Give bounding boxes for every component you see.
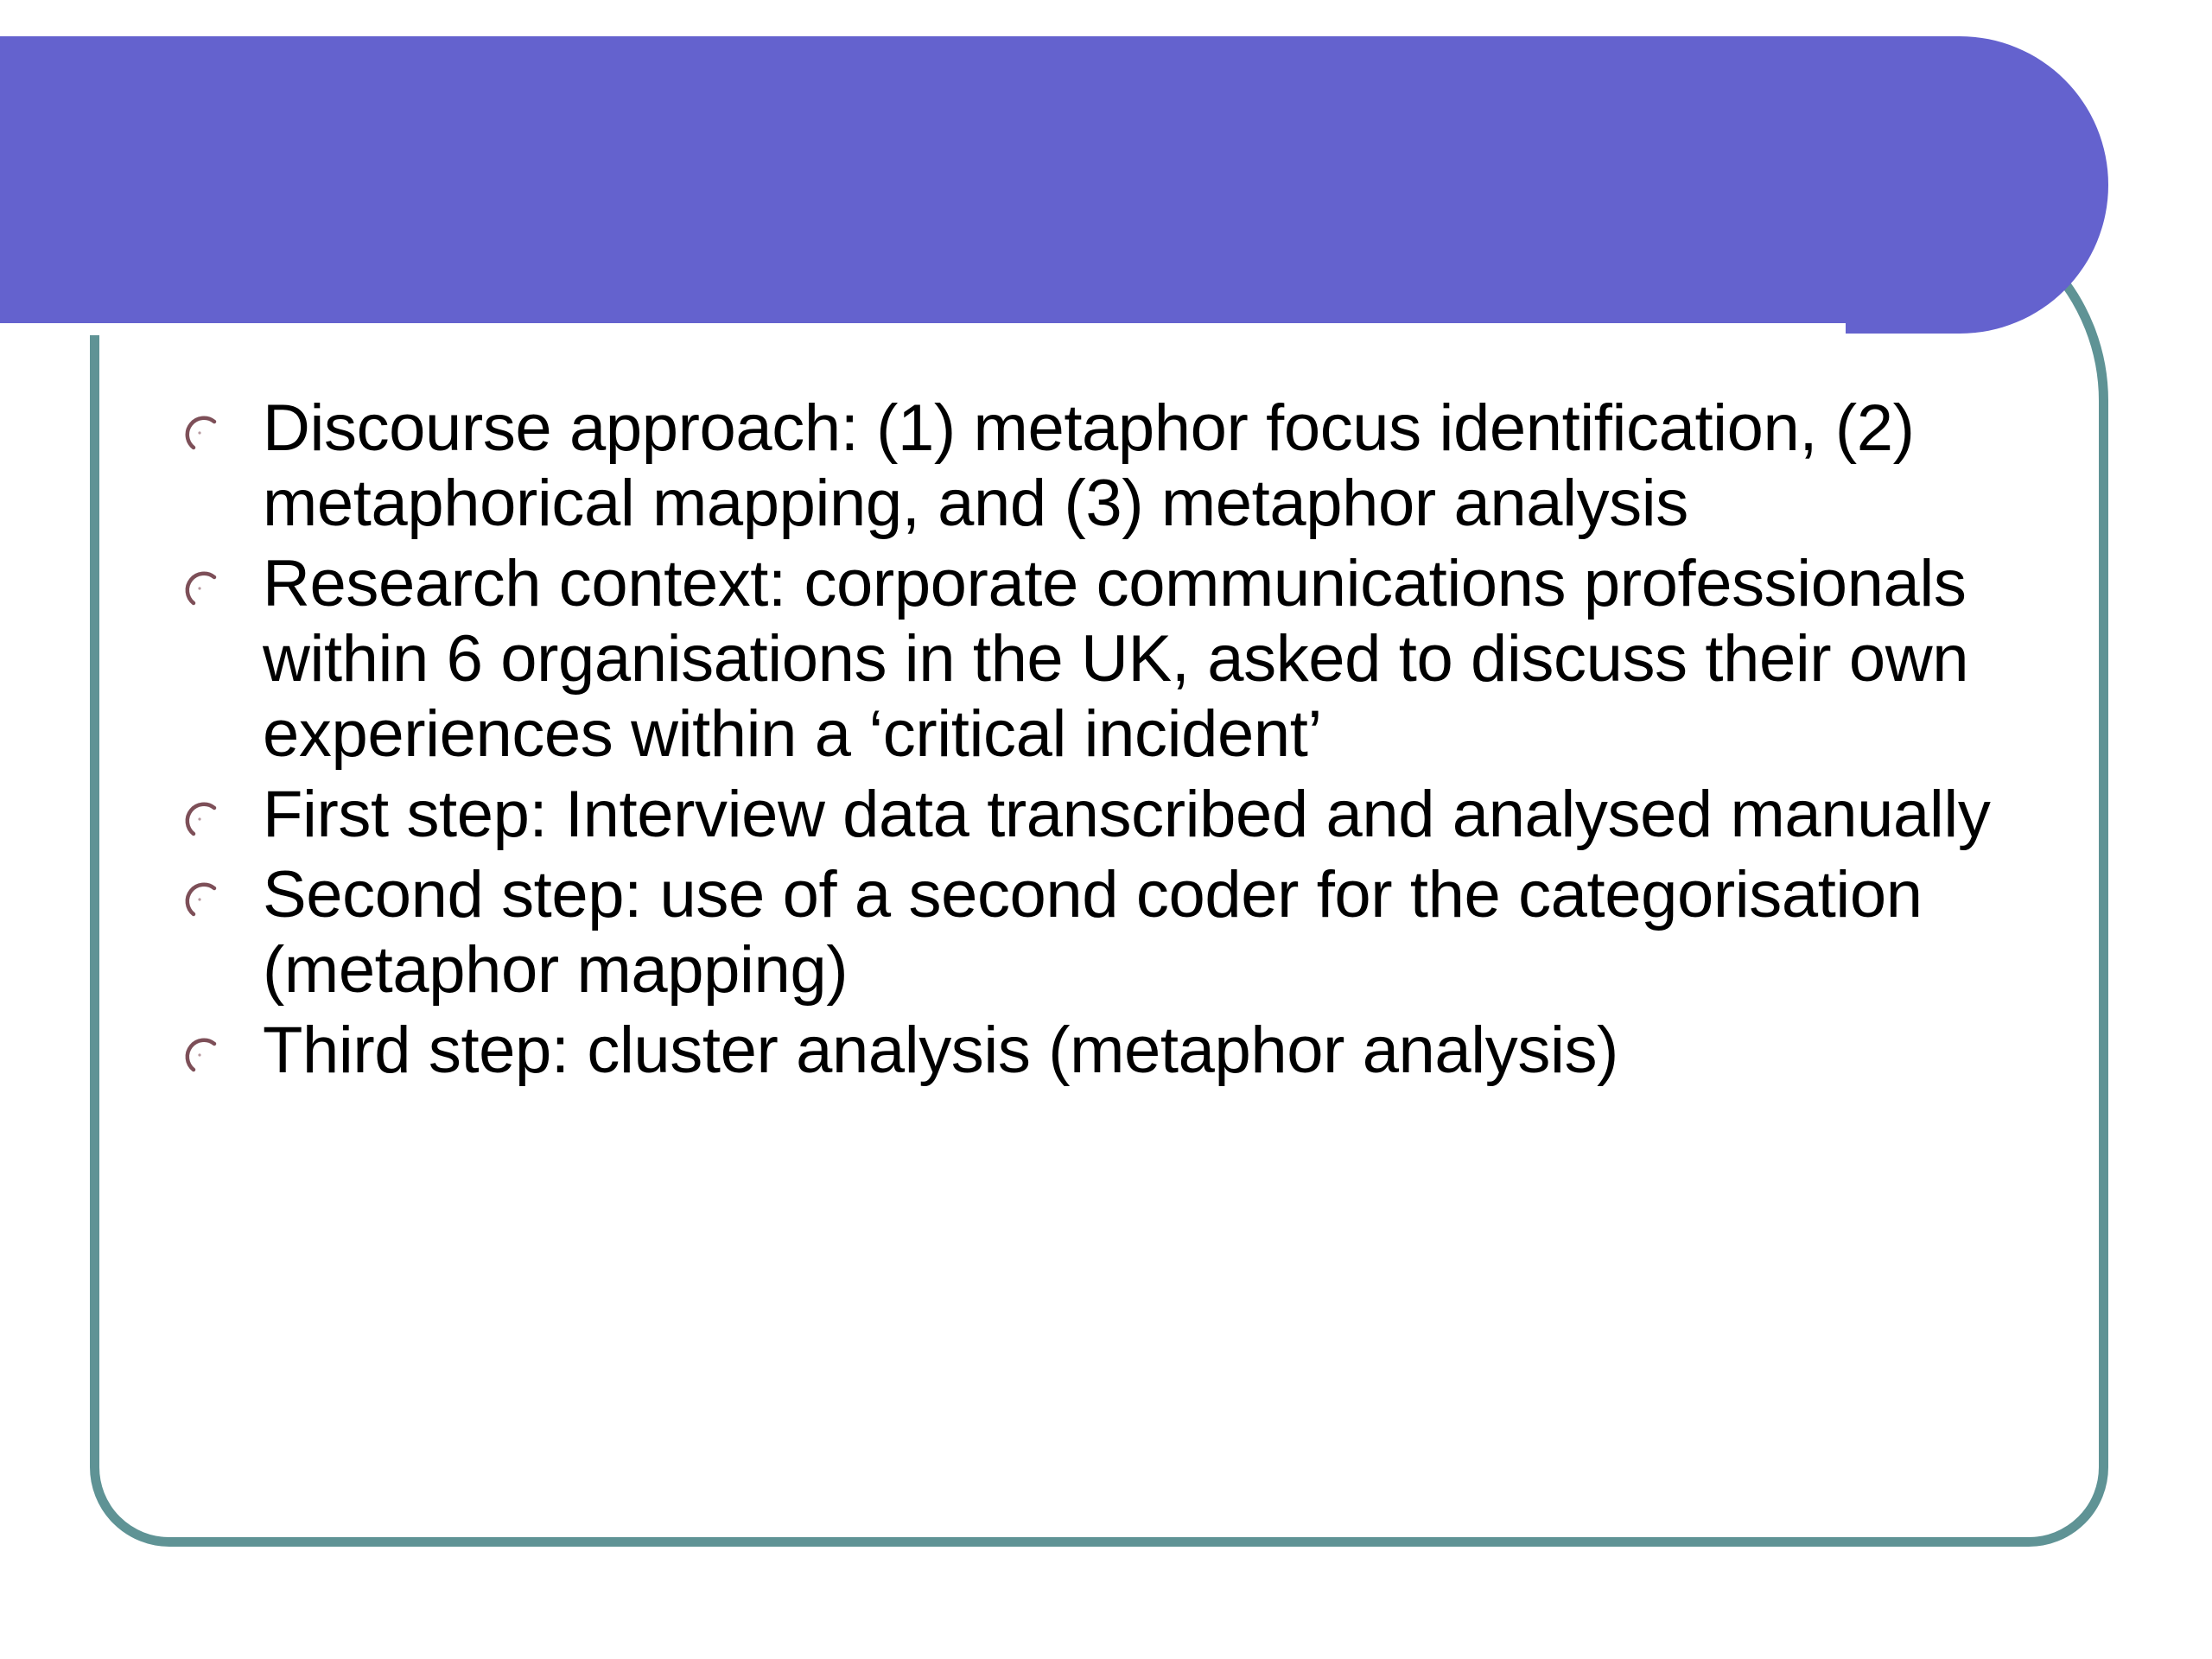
list-item: Third step: cluster analysis (metaphor a… (169, 1013, 2053, 1088)
list-item-text: Second step: use of a second coder for t… (263, 858, 1923, 1007)
slide-header-banner (0, 36, 2108, 335)
list-item: Research context: corporate communicatio… (169, 546, 2053, 772)
open-circle-arc-bullet-icon (176, 796, 223, 842)
header-divider-rule (0, 323, 1846, 335)
list-item: First step: Interview data transcribed a… (169, 777, 2053, 852)
open-circle-arc-bullet-icon (176, 1032, 223, 1078)
list-item-text: Third step: cluster analysis (metaphor a… (263, 1014, 1618, 1088)
open-circle-arc-bullet-icon (176, 410, 223, 456)
list-item-text: Research context: corporate communicatio… (263, 547, 1969, 772)
list-item-text: Discourse approach: (1) metaphor focus i… (263, 391, 1915, 541)
bullet-list: Discourse approach: (1) metaphor focus i… (169, 391, 2053, 1093)
open-circle-arc-bullet-icon (176, 565, 223, 612)
open-circle-arc-bullet-icon (176, 876, 223, 923)
list-item-text: First step: Interview data transcribed a… (263, 778, 1991, 852)
list-item: Second step: use of a second coder for t… (169, 857, 2053, 1007)
list-item: Discourse approach: (1) metaphor focus i… (169, 391, 2053, 541)
